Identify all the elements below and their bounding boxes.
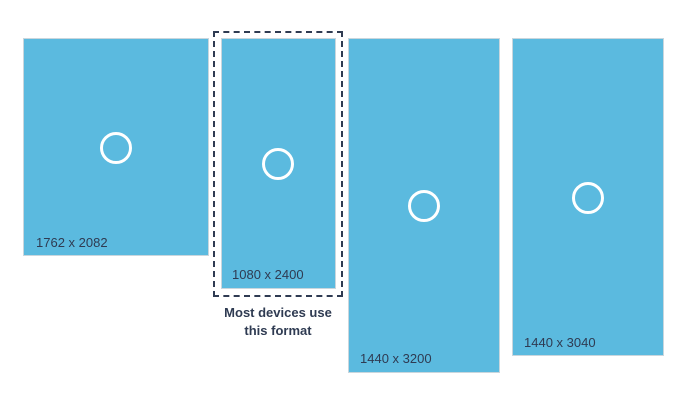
device-screen-1: 1762 x 2082 bbox=[23, 38, 209, 256]
device-screen-4: 1440 x 3040 bbox=[512, 38, 664, 356]
camera-ring-icon bbox=[262, 148, 294, 180]
resolution-label: 1762 x 2082 bbox=[36, 235, 108, 250]
device-screen-2: 1080 x 2400 bbox=[221, 38, 336, 289]
resolution-label: 1440 x 3200 bbox=[360, 351, 432, 366]
resolution-label: 1440 x 3040 bbox=[524, 335, 596, 350]
camera-ring-icon bbox=[100, 132, 132, 164]
caption-line-2: this format bbox=[244, 323, 312, 338]
resolution-label: 1080 x 2400 bbox=[232, 267, 304, 282]
highlight-frame bbox=[213, 31, 343, 297]
camera-ring-icon bbox=[572, 182, 604, 214]
highlight-caption: Most devices use this format bbox=[198, 304, 358, 340]
camera-ring-icon bbox=[408, 190, 440, 222]
caption-line-1: Most devices use bbox=[224, 305, 332, 320]
device-screen-3: 1440 x 3200 bbox=[348, 38, 500, 373]
